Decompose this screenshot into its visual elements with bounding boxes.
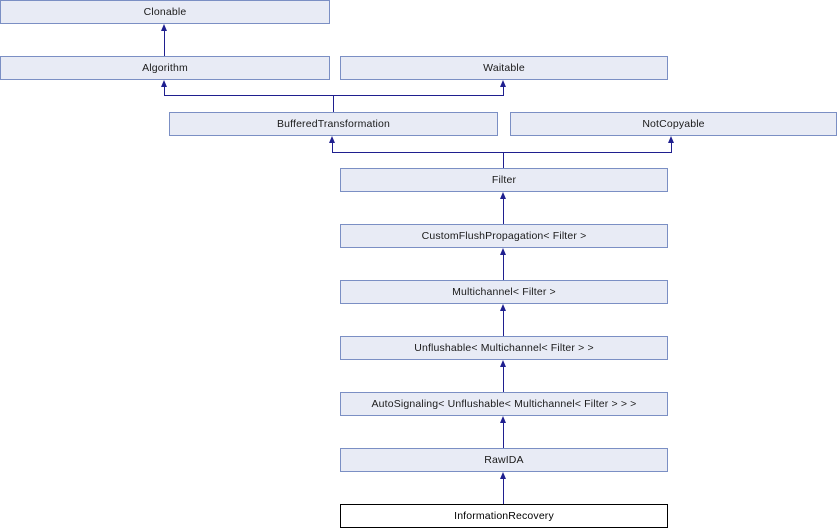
class-node-filter[interactable]: Filter: [340, 168, 668, 192]
edge-algorithm-to-clonable: [164, 31, 165, 56]
class-node-rawida[interactable]: RawIDA: [340, 448, 668, 472]
class-node-unflushable[interactable]: Unflushable< Multichannel< Filter > >: [340, 336, 668, 360]
edge-autosignaling-to-unflushable: [503, 367, 504, 392]
arrowhead-bufferedtransformation: [329, 136, 335, 143]
class-node-autosignaling[interactable]: AutoSignaling< Unflushable< Multichannel…: [340, 392, 668, 416]
class-node-algorithm[interactable]: Algorithm: [0, 56, 330, 80]
arrowhead-rawida: [500, 472, 506, 479]
edge-unflushable-to-multichannel: [503, 311, 504, 336]
edge-customflushpropagation-to-filter: [503, 199, 504, 224]
class-node-notcopyable[interactable]: NotCopyable: [510, 112, 837, 136]
edge-multichannel-to-customflushpropagation: [503, 255, 504, 280]
arrowhead-unflushable: [500, 360, 506, 367]
edge-bus-row3: [332, 152, 672, 153]
arrowhead-customflushpropagation: [500, 248, 506, 255]
class-node-customflushpropagation[interactable]: CustomFlushPropagation< Filter >: [340, 224, 668, 248]
arrowhead-algorithm: [161, 80, 167, 87]
edge-bufferedtransformation-to-waitable-stub: [503, 87, 504, 96]
edge-rawida-to-autosignaling: [503, 423, 504, 448]
arrowhead-multichannel: [500, 304, 506, 311]
class-node-multichannel[interactable]: Multichannel< Filter >: [340, 280, 668, 304]
arrowhead-clonable: [161, 24, 167, 31]
edge-informationrecovery-to-rawida: [503, 479, 504, 504]
arrowhead-notcopyable: [668, 136, 674, 143]
arrowhead-autosignaling: [500, 416, 506, 423]
class-node-waitable[interactable]: Waitable: [340, 56, 668, 80]
class-node-clonable[interactable]: Clonable: [0, 0, 330, 24]
edge-drop-to-filter: [503, 152, 504, 168]
class-node-bufferedtransformation[interactable]: BufferedTransformation: [169, 112, 498, 136]
edge-drop-to-bufferedtransformation: [333, 95, 334, 112]
class-node-informationrecovery[interactable]: InformationRecovery: [340, 504, 668, 528]
arrowhead-waitable: [500, 80, 506, 87]
edge-filter-to-bufferedtransformation-stub: [332, 143, 333, 152]
arrowhead-filter: [500, 192, 506, 199]
edge-bufferedtransformation-to-algorithm-stub: [164, 87, 165, 96]
edge-filter-to-notcopyable-stub: [671, 143, 672, 152]
